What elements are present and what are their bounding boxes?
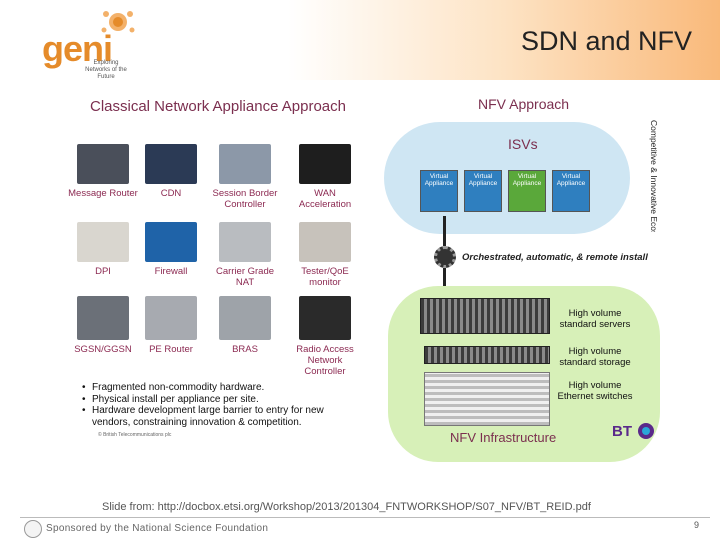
device-label: PE Router — [149, 344, 193, 355]
server-rack-icon — [420, 298, 550, 334]
footer-divider — [20, 517, 710, 518]
drawbacks-list: Fragmented non-commodity hardware. Physi… — [80, 382, 350, 428]
virtual-appliance-box: Virtual Appliance — [420, 170, 458, 212]
device-firewall: Firewall — [136, 222, 206, 277]
page-number: 9 — [694, 520, 700, 530]
device-dpi: DPI — [68, 222, 138, 277]
virtual-appliance-box: Virtual Appliance — [464, 170, 502, 212]
device-pe-router: PE Router — [136, 296, 206, 355]
infra-label-switches: High volume Ethernet switches — [557, 380, 633, 402]
bt-logo: BT — [612, 423, 654, 440]
rack-device-icon — [77, 144, 129, 184]
geni-logo: geni Exploring Networks of the Future — [38, 8, 148, 80]
ethernet-switch-icon — [424, 372, 550, 426]
figure-copyright: © British Telecommunications plc — [98, 432, 172, 438]
nfv-comparison-figure: Classical Network Appliance Approach NFV… — [58, 86, 662, 462]
classical-approach-heading: Classical Network Appliance Approach — [90, 98, 346, 115]
nsf-logo — [24, 520, 42, 538]
rack-device-icon — [145, 222, 197, 262]
logo-tagline: Exploring Networks of the Future — [85, 60, 127, 80]
list-item: Fragmented non-commodity hardware. — [80, 382, 350, 394]
device-label: SGSN/GGSN — [74, 344, 132, 355]
rack-device-icon — [299, 296, 351, 340]
rack-device-icon — [219, 296, 271, 340]
nfv-infrastructure-heading: NFV Infrastructure — [450, 430, 557, 445]
infra-label-storage: High volume standard storage — [559, 346, 631, 368]
gear-icon — [434, 246, 456, 268]
device-carrier-grade-nat: Carrier Grade NAT — [210, 222, 280, 288]
list-item: Physical install per appliance per site. — [80, 394, 350, 406]
device-label: Message Router — [68, 188, 138, 199]
rack-device-icon — [145, 144, 197, 184]
device-label: Firewall — [154, 266, 188, 277]
svg-text:BT: BT — [612, 423, 632, 440]
virtual-appliance-box: Virtual Appliance — [552, 170, 590, 212]
device-label: BRAS — [232, 344, 258, 355]
device-label: DPI — [95, 266, 111, 277]
device-bras: BRAS — [210, 296, 280, 355]
rack-device-icon — [219, 222, 271, 262]
rack-device-icon — [299, 222, 351, 262]
geni-logo-mark-icon — [101, 11, 135, 33]
ecosystem-vertical-label: Competitive & Innovative Ecosystem — [649, 120, 659, 232]
rack-device-icon — [77, 296, 129, 340]
infra-label-servers: High volume standard servers — [559, 308, 631, 330]
source-citation: Slide from: http://docbox.etsi.org/Works… — [102, 501, 591, 513]
device-cdn: CDN — [136, 144, 206, 199]
flow-arrow — [443, 268, 446, 292]
device-sgsn-ggsn: SGSN/GGSN — [68, 296, 138, 355]
device-tester-qoe-monitor: Tester/QoE monitor — [290, 222, 360, 288]
list-item: Hardware development large barrier to en… — [80, 405, 350, 428]
rack-device-icon — [77, 222, 129, 262]
device-radio-access-network-controller: Radio Access Network Controller — [290, 296, 360, 377]
virtual-appliance-box: Virtual Appliance — [508, 170, 546, 212]
rack-device-icon — [299, 144, 351, 184]
device-label: WAN Acceleration — [298, 188, 352, 210]
rack-device-icon — [145, 296, 197, 340]
device-label: CDN — [160, 188, 182, 199]
orchestration-label: Orchestrated, automatic, & remote instal… — [462, 252, 648, 263]
device-label: Radio Access Network Controller — [296, 344, 354, 377]
device-wan-acceleration: WAN Acceleration — [290, 144, 360, 210]
title-band: geni Exploring Networks of the Future SD… — [0, 0, 720, 80]
svg-text:Competitive & Innovative Ecosy: Competitive & Innovative Ecosystem — [649, 120, 659, 232]
device-label: Carrier Grade NAT — [215, 266, 275, 288]
device-message-router: Message Router — [68, 144, 138, 199]
device-session-border-controller: Session Border Controller — [210, 144, 280, 210]
device-label: Tester/QoE monitor — [301, 266, 349, 288]
sponsor-note: Sponsored by the National Science Founda… — [46, 523, 269, 534]
slide-title: SDN and NFV — [520, 26, 692, 56]
isv-heading: ISVs — [508, 136, 538, 152]
device-label: Session Border Controller — [212, 188, 278, 210]
nfv-approach-heading: NFV Approach — [478, 96, 570, 112]
rack-device-icon — [219, 144, 271, 184]
flow-arrow — [443, 216, 446, 246]
logo-wordmark: geni — [42, 28, 113, 69]
storage-array-icon — [424, 346, 550, 364]
